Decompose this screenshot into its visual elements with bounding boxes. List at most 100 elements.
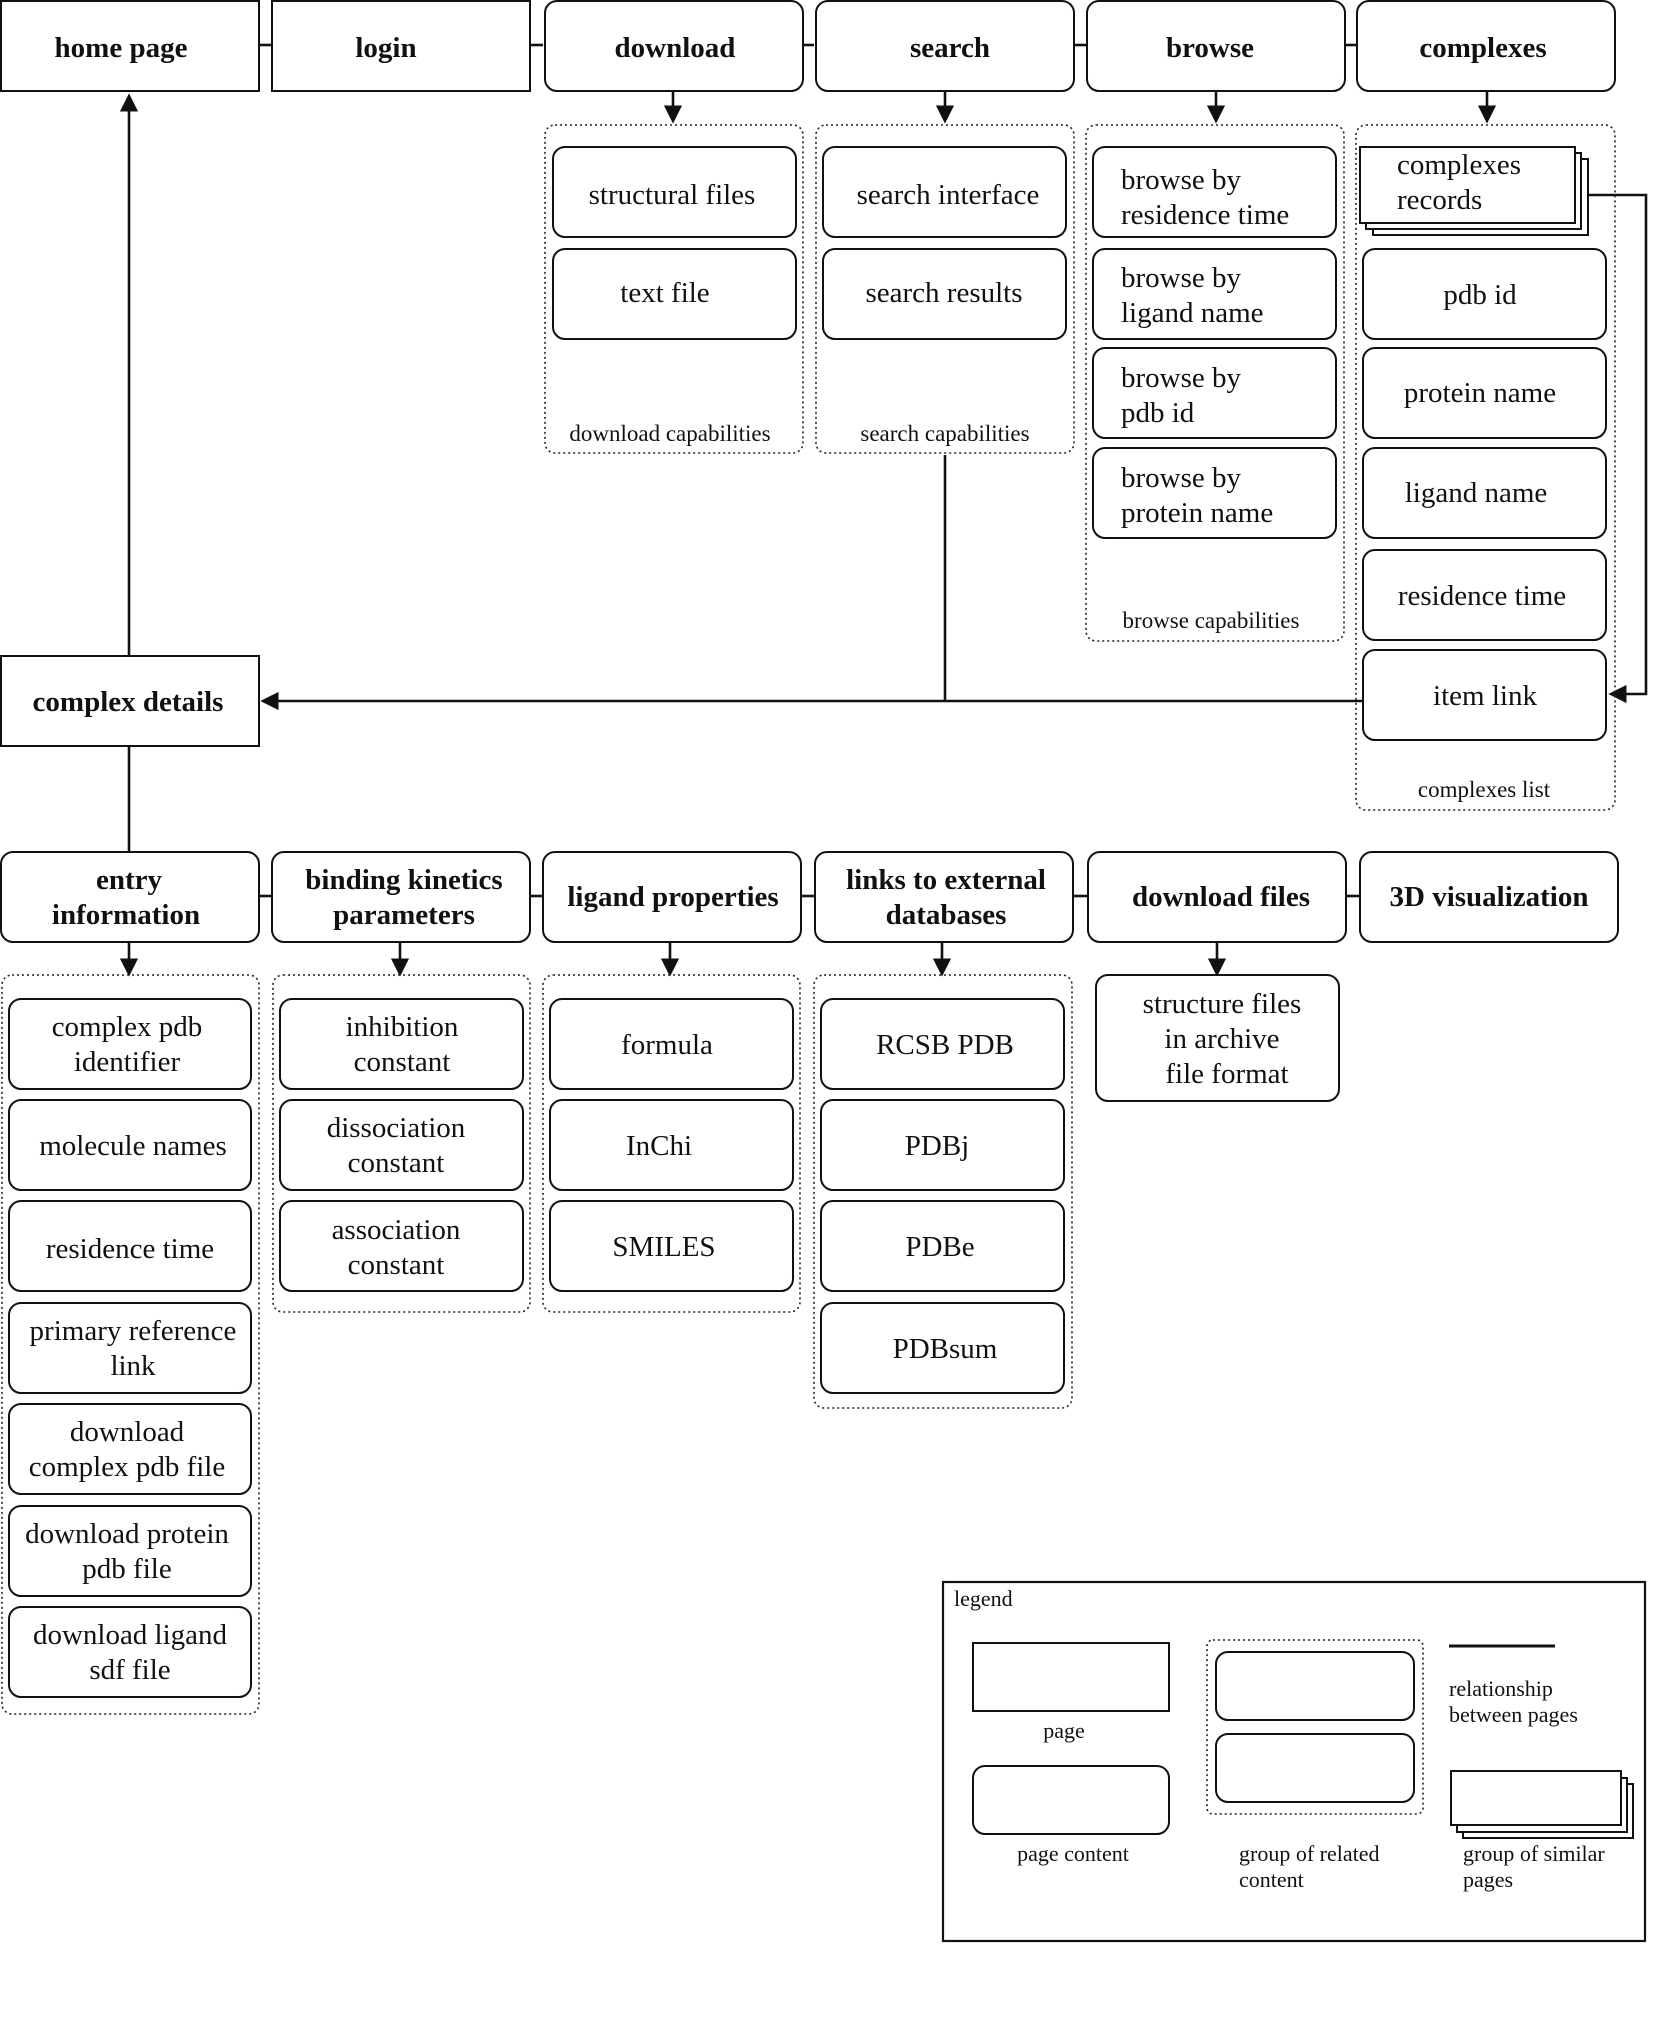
entry-residence-time-item[interactable]: residence time [8,1200,252,1292]
records-to-item-link-arrow [1588,193,1648,704]
smiles-item[interactable]: SMILES [549,1200,794,1292]
rcsb-pdb-item[interactable]: RCSB PDB [820,998,1065,1090]
complexes-label: complexes [1419,32,1546,64]
legend-title: legend [954,1586,1013,1611]
browse-by-ligand-name-item[interactable]: browse by ligand name [1092,248,1337,340]
legend-group-related-swatch [1206,1639,1424,1815]
primary-reference-link-item[interactable]: primary reference link [8,1302,252,1394]
download-files-node[interactable]: download files [1087,851,1347,943]
home-page-label: home page [55,32,188,64]
residence-time-item[interactable]: residence time [1362,549,1607,641]
browse-item-line: browse by [1121,262,1242,294]
legend-group-related-item [1215,1733,1415,1803]
browse-item-line: pdb id [1121,397,1195,429]
protein-name-label: protein name [1404,377,1556,409]
download-ligand-sdf-item[interactable]: download ligand sdf file [8,1606,252,1698]
entry-item-line: primary reference [30,1315,237,1347]
ligand-name-item[interactable]: ligand name [1362,447,1607,539]
search-label: search [910,32,990,64]
ligand-item-label: InChi [626,1130,692,1162]
entry-item-line: download [70,1416,185,1448]
download-files-label: download files [1132,881,1310,913]
formula-item[interactable]: formula [549,998,794,1090]
legend-group-related-label: content [1239,1867,1304,1892]
kinetics-item-line: constant [348,1249,445,1281]
binding-kinetics-node[interactable]: binding kinetics parameters [271,851,531,943]
browse-by-protein-name-item[interactable]: browse by protein name [1092,447,1337,539]
links-group [813,974,1073,1409]
protein-name-item[interactable]: protein name [1362,347,1607,439]
pdb-id-label: pdb id [1443,279,1517,311]
text-file-item[interactable]: text file [552,248,797,340]
molecule-names-item[interactable]: molecule names [8,1099,252,1191]
entry-item-line: link [110,1350,156,1382]
search-group-caption: search capabilities [860,421,1029,446]
pdb-id-item[interactable]: pdb id [1362,248,1607,340]
browse-item-line: ligand name [1121,297,1264,329]
legend-page-content-swatch [972,1765,1170,1835]
search-node[interactable]: search [815,0,1075,92]
browse-by-pdb-id-item[interactable]: browse by pdb id [1092,347,1337,439]
complexes-node[interactable]: complexes [1356,0,1616,92]
complexes-records-stack[interactable]: complexes records [1359,146,1589,236]
download-label: download [615,32,736,64]
external-databases-node[interactable]: links to external databases [814,851,1074,943]
browse-item-line: browse by [1121,164,1242,196]
kinetics-item-line: constant [354,1046,451,1078]
legend-page-swatch [972,1642,1170,1712]
3d-visualization-label: 3D visualization [1390,881,1589,913]
kinetics-item-line: dissociation [327,1112,466,1144]
ligand-item-label: formula [621,1029,713,1061]
entry-item-line: complex pdb [52,1011,203,1043]
inhibition-constant-item[interactable]: inhibition constant [279,998,524,1090]
database-item-label: PDBj [905,1130,969,1162]
entry-item-line: molecule names [39,1130,227,1162]
text-file-label: text file [620,277,709,309]
dissociation-constant-item[interactable]: dissociation constant [279,1099,524,1191]
download-complex-pdb-item[interactable]: download complex pdb file [8,1403,252,1495]
pdbj-item[interactable]: PDBj [820,1099,1065,1191]
download-node[interactable]: download [544,0,804,92]
legend-group-related-item [1215,1651,1415,1721]
association-constant-item[interactable]: association constant [279,1200,524,1292]
ligand-group [542,974,801,1313]
kinetics-item-line: constant [348,1147,445,1179]
browse-node[interactable]: browse [1086,0,1346,92]
entry-item-line: identifier [74,1046,181,1078]
item-link-item[interactable]: item link [1362,649,1607,741]
structural-files-label: structural files [589,179,756,211]
connectors [119,43,1648,977]
pdbe-item[interactable]: PDBe [820,1200,1065,1292]
legend-relationship-label: relationship [1449,1676,1553,1701]
download-files-item-line: file format [1165,1058,1288,1090]
browse-item-line: browse by [1121,362,1242,394]
download-files-item-line: structure files [1143,988,1302,1020]
download-files-item-line: in archive [1164,1023,1279,1055]
entry-information-node[interactable]: entry information [0,851,260,943]
pdbsum-item[interactable]: PDBsum [820,1302,1065,1394]
login-node[interactable]: login [271,0,531,92]
login-label: login [355,32,416,64]
ligand-item-label: SMILES [612,1231,715,1263]
group-containers [1,124,1616,1715]
inchi-item[interactable]: InChi [549,1099,794,1191]
database-item-label: PDBe [905,1231,974,1263]
ligand-properties-node[interactable]: ligand properties [542,851,802,943]
home-page-node[interactable]: home page [0,0,260,92]
complex-details-node[interactable]: complex details [0,655,260,747]
entry-item-line: pdb file [82,1553,171,1585]
complex-pdb-identifier-item[interactable]: complex pdb identifier [8,998,252,1090]
kinetics-item-line: inhibition [346,1011,459,1043]
browse-by-residence-time-item[interactable]: browse by residence time [1092,146,1337,238]
structural-files-item[interactable]: structural files [552,146,797,238]
download-protein-pdb-item[interactable]: download protein pdb file [8,1505,252,1597]
structure-files-archive-item[interactable]: structure files in archive file format [1095,974,1340,1102]
search-group [815,124,1075,454]
browse-item-line: protein name [1121,497,1273,529]
search-results-item[interactable]: search results [822,248,1067,340]
search-interface-item[interactable]: search interface [822,146,1067,238]
residence-time-label: residence time [1398,580,1566,612]
external-databases-line: databases [886,899,1007,931]
3d-visualization-node[interactable]: 3D visualization [1359,851,1619,943]
